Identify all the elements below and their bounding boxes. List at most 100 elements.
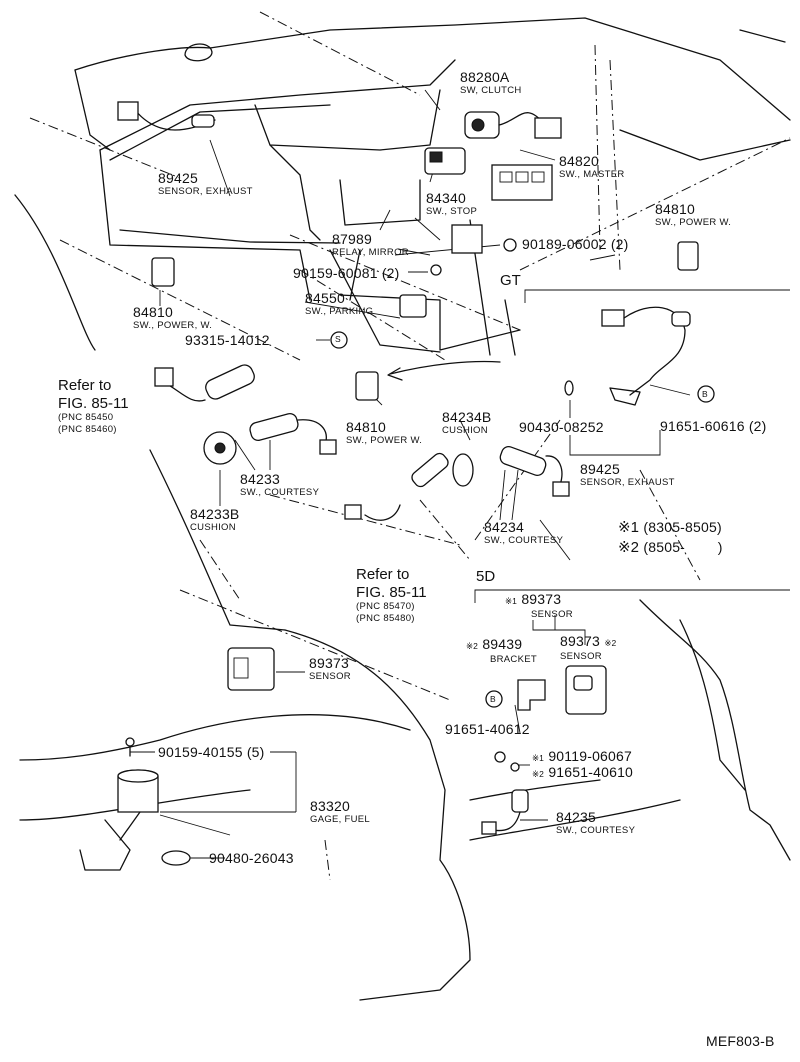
note-mark: ※1	[532, 753, 544, 763]
part-description: SENSOR	[309, 671, 351, 682]
bolt-marker-S: S	[335, 334, 341, 344]
components	[79, 101, 715, 871]
part-number: 87989	[332, 231, 372, 247]
label-84234B: 84234B CUSHION	[442, 410, 491, 436]
note-mark: ※2	[618, 539, 639, 556]
part-description: BRACKET	[490, 654, 537, 665]
part-description: SW., COURTESY	[556, 825, 636, 836]
part-description: SW., PARKING	[305, 306, 374, 317]
refer-pnc: (PNC 85450	[58, 412, 114, 423]
label-90119: ※1 90119-06067	[532, 749, 632, 765]
label-84233: 84233 SW., COURTESY	[240, 472, 319, 498]
label-90159-40155: 90159-40155 (5)	[158, 745, 265, 759]
label-90159-60081: 90159-60081 (2)	[293, 266, 400, 280]
part-description: SENSOR	[531, 609, 573, 620]
part-number: 90189-06002 (2)	[522, 236, 629, 252]
label-89425-top: 89425 SENSOR, EXHAUST	[158, 171, 253, 197]
part-number: 90159-60081 (2)	[293, 265, 400, 281]
bolt-marker-B: B	[490, 694, 496, 704]
part-number: 90119-06067	[548, 748, 632, 764]
label-84810-left: 84810 SW., POWER, W.	[133, 305, 212, 331]
part-description: SENSOR	[560, 651, 602, 662]
label-84550: 84550 SW., PARKING	[305, 291, 373, 317]
note-range: (8305-8505)	[643, 519, 722, 535]
part-description: SW., COURTESY	[240, 487, 320, 498]
part-number: 89439	[482, 636, 523, 652]
part-description: SW, CLUTCH	[460, 85, 522, 96]
label-90189: 90189-06002 (2)	[522, 237, 629, 251]
label-90430: 90430-08252	[519, 420, 604, 434]
label-88280A: 88280A SW, CLUTCH	[460, 70, 522, 96]
label-84235: 84235 SW., COURTESY	[556, 810, 635, 836]
part-number: 91651-40610	[548, 764, 634, 780]
refer-line: Refer to	[58, 377, 112, 394]
label-89373-left: 89373 SENSOR	[309, 656, 351, 682]
part-number: 89425	[580, 461, 620, 477]
label-93315: 93315-14012	[185, 333, 270, 349]
label-84234: 84234 SW., COURTESY	[484, 520, 563, 546]
label-84820: 84820 SW., MASTER	[559, 154, 625, 180]
label-83320: 83320 GAGE, FUEL	[310, 799, 370, 825]
label-84810-right: 84810 SW., POWER W.	[655, 202, 731, 228]
note-mark: ※2	[532, 769, 544, 779]
part-number: 89425	[158, 170, 198, 186]
part-number: 89373	[309, 655, 349, 671]
part-number: 84550	[305, 290, 345, 306]
part-number: 89373	[560, 633, 600, 649]
refer-pnc: (PNC 85460)	[58, 423, 117, 435]
part-description: SW., POWER W.	[346, 435, 423, 446]
part-description: SW., COURTESY	[484, 535, 564, 546]
label-89425-gt: 89425 SENSOR, EXHAUST	[580, 462, 675, 488]
label-90480: 90480-26043	[209, 851, 294, 865]
note-range: (8505- )	[643, 539, 723, 555]
part-number: 90480-26043	[209, 850, 294, 866]
part-description: SENSOR, EXHAUST	[580, 477, 675, 488]
label-84340: 84340 SW., STOP	[426, 191, 477, 217]
refer-fig: FIG. 85-11	[356, 584, 427, 601]
note-2: ※2 (8505- )	[618, 540, 723, 556]
note-mark: ※2	[604, 638, 617, 648]
diagram-code: MEF803-B	[706, 1033, 775, 1049]
part-number: 84235	[556, 809, 596, 825]
label-89373-5d: 89373 ※2 SENSOR	[560, 634, 616, 662]
part-description: SW., STOP	[426, 206, 478, 217]
label-89373-top: ※1 89373 SENSOR	[505, 592, 573, 620]
part-number: 84234	[484, 519, 524, 535]
refer-note-2: Refer to FIG. 85-11 (PNC 85470) (PNC 854…	[356, 567, 427, 623]
part-description: SENSOR, EXHAUST	[158, 186, 253, 197]
part-number: 91651-40612	[445, 721, 530, 737]
body-outline	[29, 11, 791, 881]
label-91651-60616: 91651-60616 (2)	[660, 419, 767, 433]
note-mark: ※2	[466, 641, 478, 651]
door-right-drawing	[469, 599, 791, 861]
part-number: 88280A	[460, 69, 510, 85]
refer-note-1: Refer to FIG. 85-11 (PNC 85450 (PNC 8546…	[58, 378, 129, 434]
group-gt-label: GT	[500, 272, 521, 289]
refer-line: Refer to	[356, 566, 410, 583]
part-number: 84810	[655, 201, 695, 217]
note-mark: ※1	[505, 596, 517, 606]
part-description: SW., MASTER	[559, 169, 625, 180]
part-number: 84810	[346, 419, 386, 435]
refer-pnc: (PNC 85480)	[356, 612, 415, 624]
part-number: 84340	[426, 190, 466, 206]
dashboard-drawing	[74, 17, 791, 381]
group-5d-label: 5D	[476, 568, 496, 585]
part-number: 91651-60616 (2)	[660, 418, 767, 434]
part-description: CUSHION	[442, 425, 488, 436]
bolt-marker-B: B	[702, 389, 708, 399]
label-87989: 87989 RELAY, MIRROR	[332, 232, 409, 258]
part-description: RELAY, MIRROR	[332, 247, 409, 258]
part-number: 84234B	[442, 409, 492, 425]
part-number: 83320	[310, 798, 350, 814]
part-description: SW., POWER W.	[655, 217, 732, 228]
part-number: 93315-14012	[185, 332, 270, 348]
label-84233B: 84233B CUSHION	[190, 507, 239, 533]
note-mark: ※1	[618, 519, 639, 536]
part-description: SW., POWER, W.	[133, 320, 213, 331]
refer-fig: FIG. 85-11	[58, 395, 129, 412]
part-number: 84233	[240, 471, 280, 487]
part-number: 89373	[521, 591, 562, 607]
